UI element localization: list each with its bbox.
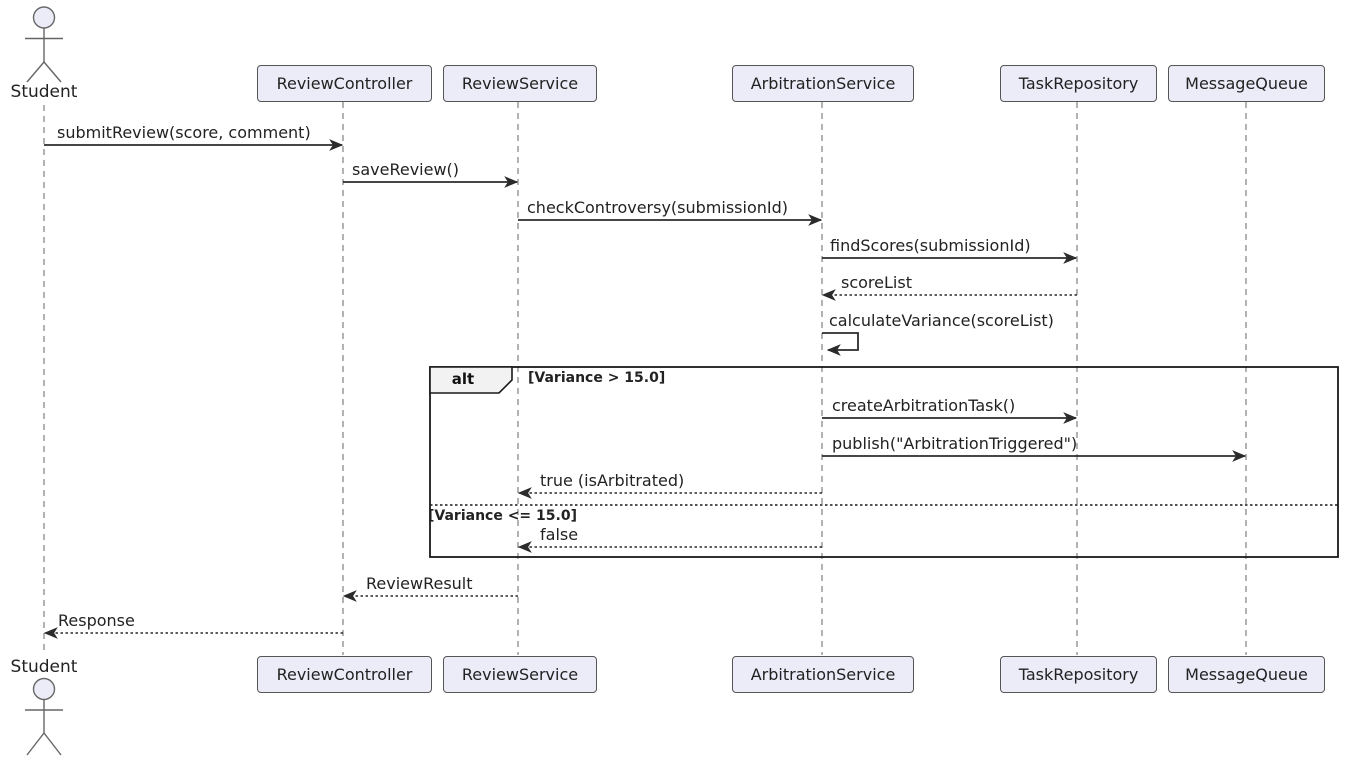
alt-frame xyxy=(429,366,1339,558)
lifelines xyxy=(43,102,1247,655)
message-label-reviewresult: ReviewResult xyxy=(366,574,473,593)
participant-box-reviewservice-top: ReviewService xyxy=(443,65,597,102)
participant-box-messagequeue-top: MessageQueue xyxy=(1168,65,1325,102)
actor-icon-student-bottom xyxy=(25,677,63,756)
actor-label-student-bottom: Student xyxy=(10,657,78,677)
participant-box-messagequeue-bottom: MessageQueue xyxy=(1168,656,1325,693)
actor-label-student-top: Student xyxy=(10,82,78,102)
participant-box-reviewcontroller-top: ReviewController xyxy=(257,65,432,102)
participant-box-taskrepository-bottom: TaskRepository xyxy=(1000,656,1157,693)
message-label-true-isarbitrated: true (isArbitrated) xyxy=(540,471,685,490)
alt-frame-label-pentagon xyxy=(429,366,513,394)
alt-guard-variance-gt: [Variance > 15.0] xyxy=(528,370,666,386)
message-label-response: Response xyxy=(58,611,135,630)
message-label-findscores: findScores(submissionId) xyxy=(830,236,1031,255)
alt-guard-variance-lte: [Variance <= 15.0] xyxy=(428,508,577,524)
participant-box-reviewcontroller-bottom: ReviewController xyxy=(257,656,432,693)
message-label-calculatevariance: calculateVariance(scoreList) xyxy=(829,311,1054,330)
message-label-false: false xyxy=(540,525,579,544)
participant-box-arbitrationservice-bottom: ArbitrationService xyxy=(732,656,914,693)
message-label-createarbitrationtask: createArbitrationTask() xyxy=(832,396,1016,415)
message-label-checkcontroversy: checkControversy(submissionId) xyxy=(527,198,788,217)
actor-icon-student-top xyxy=(25,6,63,83)
message-label-scorelist: scoreList xyxy=(841,273,912,292)
participant-box-arbitrationservice-top: ArbitrationService xyxy=(732,65,914,102)
alt-frame-label: alt xyxy=(451,370,475,388)
message-label-savereview: saveReview() xyxy=(352,160,460,179)
message-arrows xyxy=(43,139,1247,639)
message-label-submitreview: submitReview(score, comment) xyxy=(57,123,311,142)
participant-box-reviewservice-bottom: ReviewService xyxy=(443,656,597,693)
participant-box-taskrepository-top: TaskRepository xyxy=(1000,65,1157,102)
message-arrow-calculatevariance-self xyxy=(822,332,859,356)
message-label-publish: publish("ArbitrationTriggered") xyxy=(832,434,1078,453)
alt-frame-border xyxy=(429,366,1339,558)
